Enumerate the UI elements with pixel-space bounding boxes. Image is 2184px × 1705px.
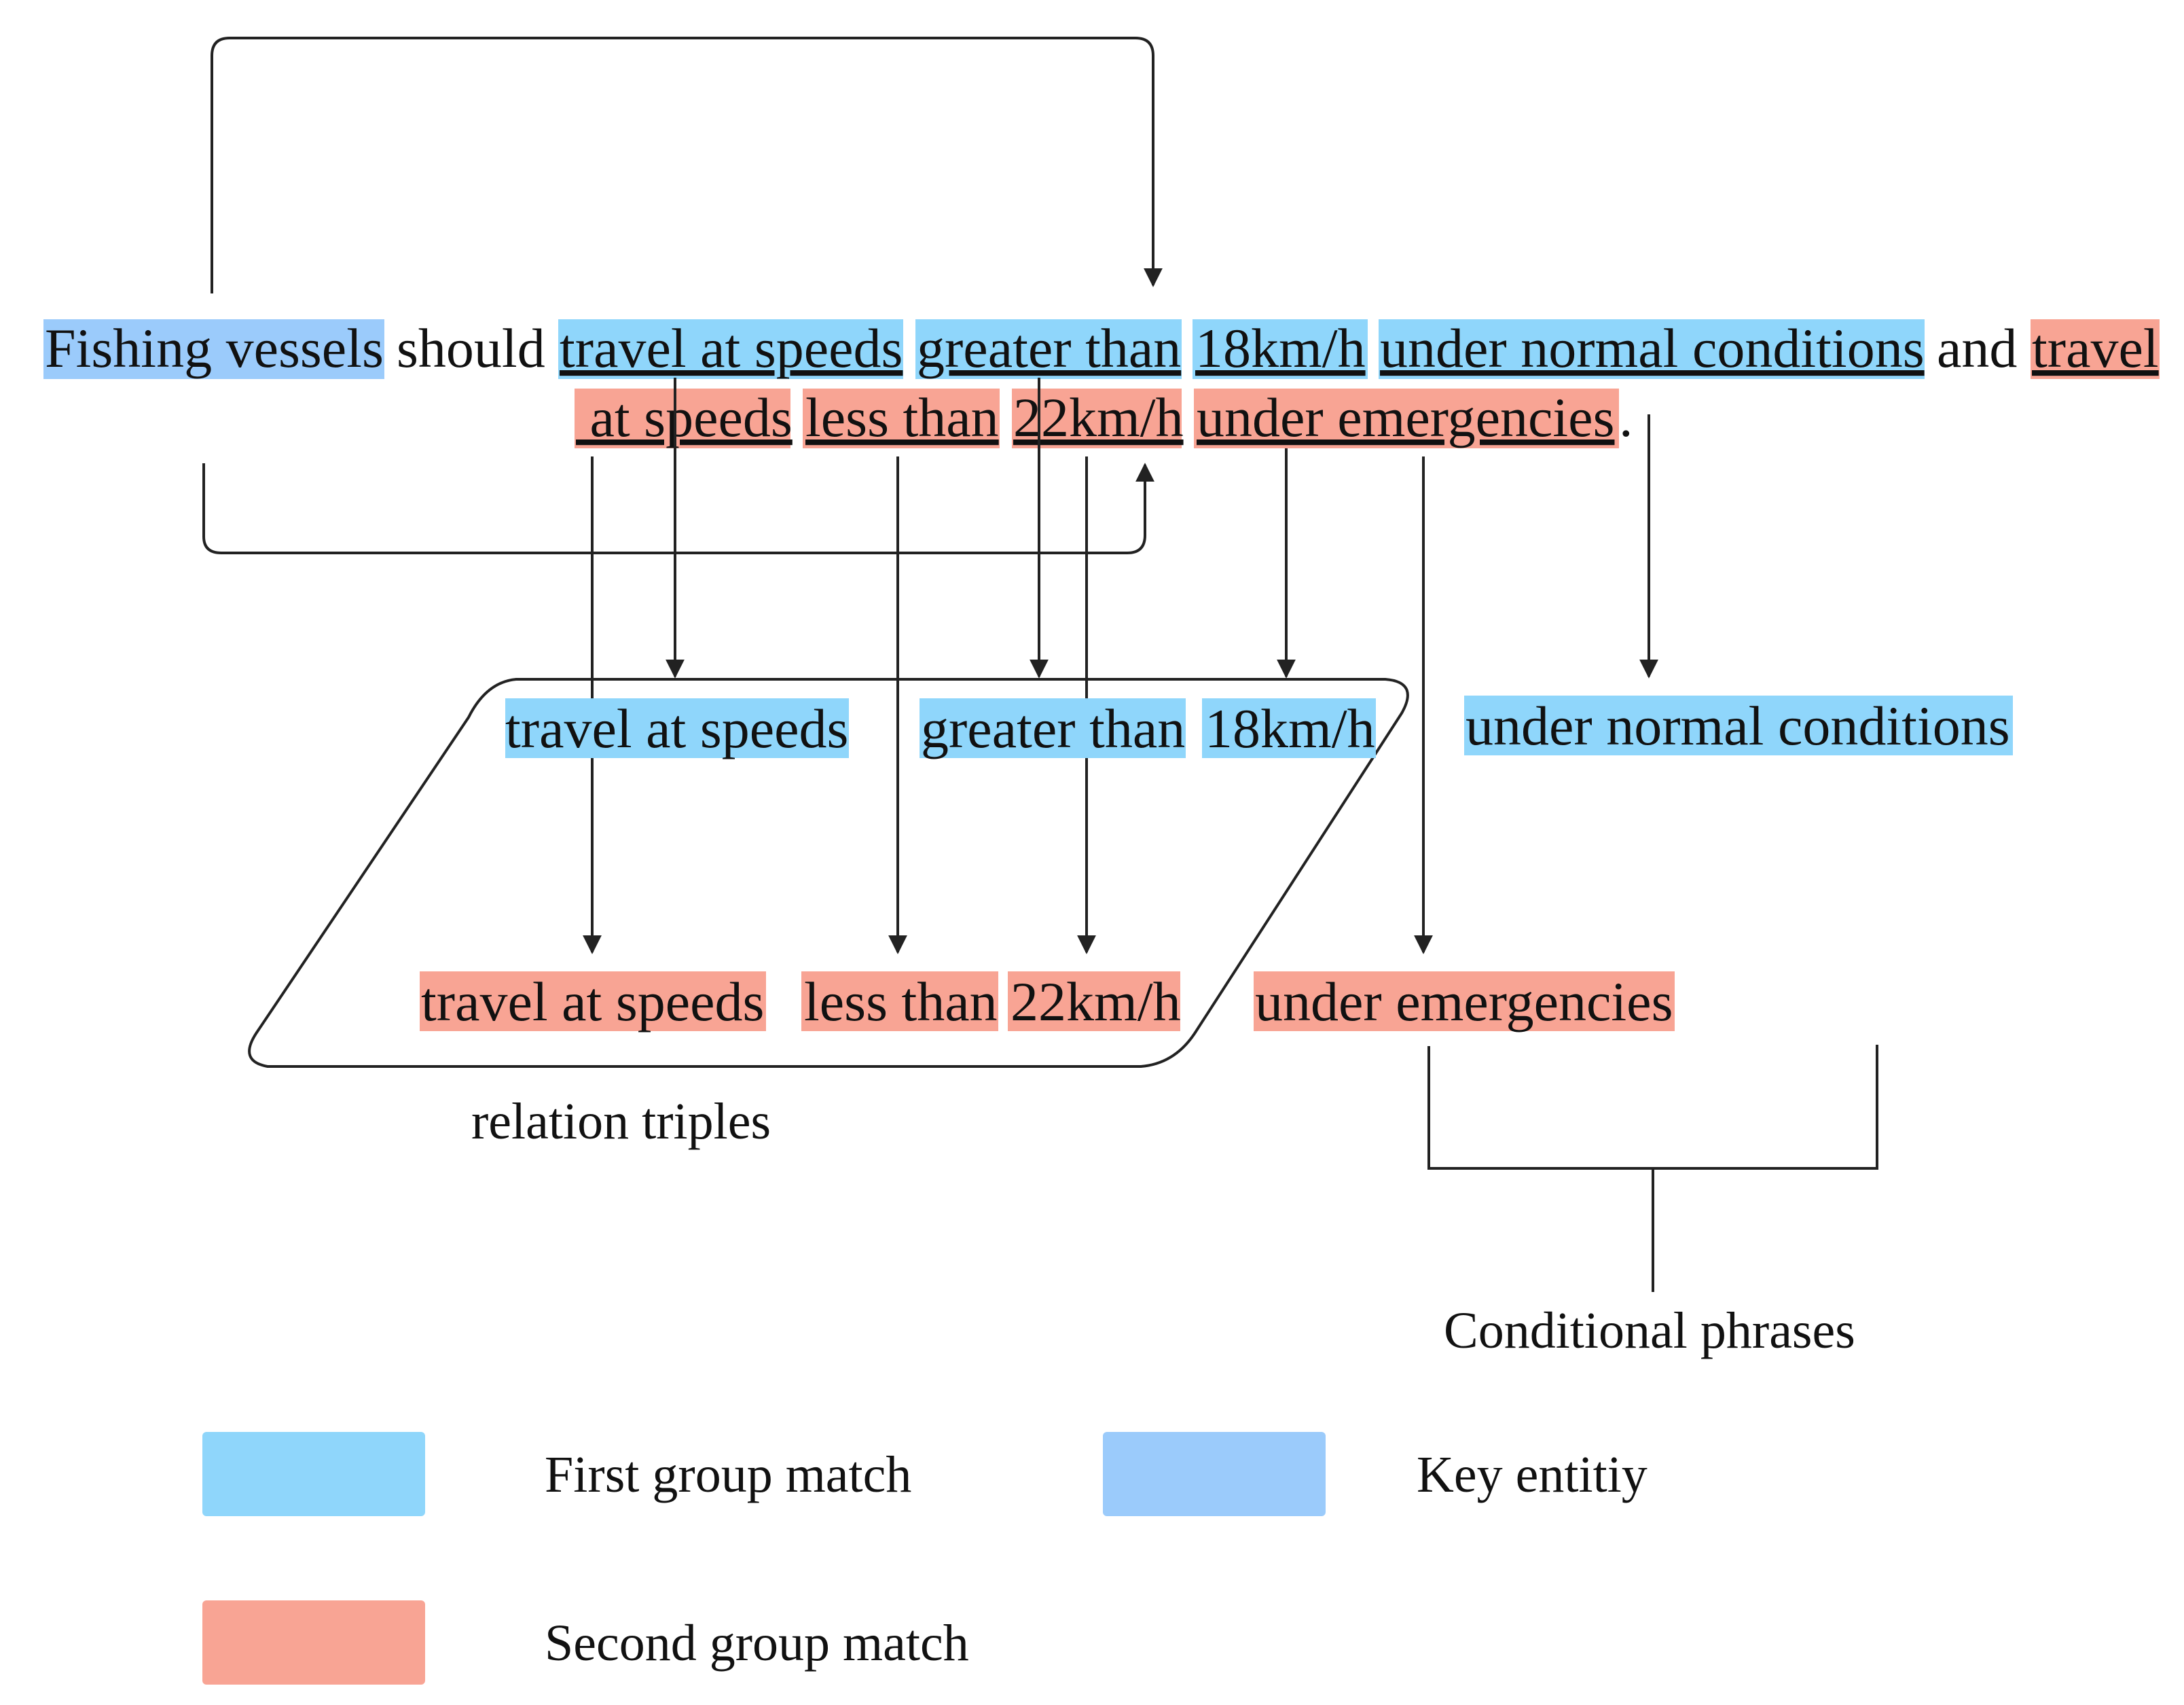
word-fishing-vessels: Fishing vessels — [45, 317, 384, 379]
hl-under-normal-conditions — [1379, 319, 1925, 379]
hl-fishing-vessels — [43, 319, 384, 379]
word-travel-at-speeds: travel at speeds — [560, 317, 903, 379]
word-greater-than: greater than — [917, 317, 1181, 379]
legend-swatch-first-group — [202, 1432, 425, 1516]
triple2-relation: less than — [804, 971, 998, 1033]
word-less-than: less than — [805, 387, 999, 448]
hl-at-speeds-2 — [575, 389, 790, 448]
triple1-relation: greater than — [921, 698, 1185, 759]
hl-less-than — [803, 389, 1000, 448]
legend-swatch-second-group — [202, 1600, 425, 1685]
hl-triple2-subject — [420, 971, 766, 1031]
legend-label-key-entity: Key entitiy — [1417, 1446, 1648, 1503]
hl-condition1 — [1464, 696, 2013, 755]
word-period: . — [1619, 387, 1633, 448]
legend-swatch-key-entity — [1103, 1432, 1326, 1516]
hl-triple2-object — [1008, 971, 1180, 1031]
word-under-normal-conditions: under normal conditions — [1380, 317, 1925, 379]
legend: First group match Key entitiy Second gro… — [202, 1432, 1648, 1685]
hl-18kmh — [1193, 319, 1368, 379]
word-should: should — [397, 317, 545, 379]
word-22kmh: 22km/h — [1013, 387, 1184, 448]
triple2-subject: travel at speeds — [421, 971, 764, 1033]
hl-triple2-relation — [801, 971, 998, 1031]
word-18kmh: 18km/h — [1195, 317, 1366, 379]
hl-triple1-object — [1202, 698, 1376, 758]
hl-triple1-relation — [920, 698, 1186, 758]
hl-greater-than — [915, 319, 1182, 379]
word-and: and — [1937, 317, 2017, 379]
source-sentence: Fishing vessels should travel at speeds … — [45, 317, 2159, 448]
legend-label-second-group: Second group match — [545, 1615, 969, 1672]
extracted-items: travel at speeds greater than 18km/h und… — [420, 695, 2013, 1033]
conditional-bracket — [1427, 1045, 1878, 1292]
word-travel: travel — [2032, 317, 2159, 379]
hl-condition2 — [1254, 971, 1675, 1031]
relation-triples-outline — [248, 678, 1409, 1068]
relation-triples-label: relation triples — [471, 1093, 771, 1150]
triple1-object: 18km/h — [1205, 698, 1375, 759]
hl-travel-at-speeds-1 — [558, 319, 903, 379]
word-at-speeds: at speeds — [576, 387, 793, 448]
hl-triple1-subject — [505, 698, 849, 758]
word-under-emergencies: under emergencies — [1197, 387, 1614, 448]
triple1-subject: travel at speeds — [505, 698, 848, 759]
hl-under-emergencies — [1194, 389, 1619, 448]
conditional-phrases-label: Conditional phrases — [1444, 1302, 1855, 1359]
connectors — [202, 37, 1878, 1292]
legend-label-first-group: First group match — [545, 1446, 911, 1503]
hl-travel-2 — [2031, 319, 2160, 379]
condition-emergencies: under emergencies — [1255, 971, 1673, 1033]
condition-normal: under normal conditions — [1466, 695, 2010, 757]
triple2-object: 22km/h — [1011, 971, 1181, 1033]
key-entity-link-first — [211, 37, 1163, 293]
